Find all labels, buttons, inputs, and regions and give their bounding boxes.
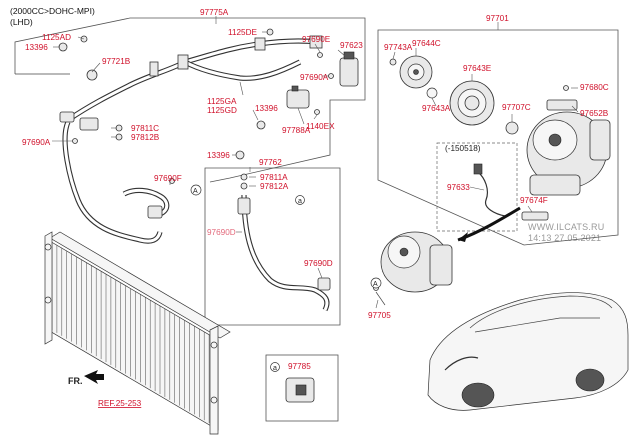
compressor-97701 <box>526 111 611 196</box>
label-97743a[interactable]: 97743A <box>384 43 413 52</box>
label-97680c[interactable]: 97680C <box>580 83 609 92</box>
label-97721b[interactable]: 97721B <box>102 57 131 66</box>
label-1140ex[interactable]: 1140EX <box>306 122 335 131</box>
label-97690d-pink[interactable]: 97690D <box>207 228 236 237</box>
leader-lines <box>52 16 579 309</box>
valve-97674f <box>521 211 549 221</box>
assembly-arrow <box>457 206 521 242</box>
label-1125gd[interactable]: 1125GD <box>207 106 237 115</box>
label-97643e[interactable]: 97643E <box>463 64 492 73</box>
condenser <box>44 231 231 435</box>
callout-circle-a3 <box>295 195 305 205</box>
engine-spec: (2000CC>DOHC-MPI) <box>10 6 95 16</box>
bolt-13396-a <box>58 42 68 52</box>
callout-a4: a <box>273 365 277 372</box>
cap-97690a-left <box>72 138 78 144</box>
label-97775a[interactable]: 97775A <box>200 8 229 17</box>
label-97788a[interactable]: 97788A <box>282 126 311 135</box>
label-97652b[interactable]: 97652B <box>580 109 609 118</box>
label-97707c[interactable]: 97707C <box>502 103 531 112</box>
label-97785[interactable]: 97785 <box>288 362 311 371</box>
drive-spec: (LHD) <box>10 17 33 27</box>
label-97812a[interactable]: 97812A <box>260 182 289 191</box>
label-1125ad[interactable]: 1125AD <box>42 33 71 42</box>
clutch-disc-97644c <box>399 55 433 89</box>
label-97812b[interactable]: 97812B <box>131 133 160 142</box>
cap-97690a-top <box>328 73 334 79</box>
bracket-97652b <box>546 99 578 111</box>
callout-circle-a2 <box>370 277 382 289</box>
bolt-97680c <box>563 85 569 91</box>
oring-97811a <box>240 173 248 181</box>
lower-group-outline <box>204 167 341 326</box>
pressure-sensor-97788a <box>286 85 310 109</box>
pulley-97643e <box>449 80 495 126</box>
callout-circle-a4 <box>270 362 280 372</box>
callout-a2: A <box>373 281 378 288</box>
label-97633[interactable]: 97633 <box>447 183 470 192</box>
label-1125de[interactable]: 1125DE <box>228 28 258 37</box>
upper-group-outline <box>14 17 366 183</box>
bracket-97785 <box>285 377 315 403</box>
inset-box-97785 <box>265 354 339 422</box>
label-97701[interactable]: 97701 <box>486 14 509 23</box>
oring-97812a <box>240 182 248 190</box>
callout-a3: a <box>298 198 302 205</box>
hose-assembly-97775a <box>59 35 323 244</box>
snap-ring-97643a <box>426 87 438 99</box>
compressor-group-outline <box>377 29 619 246</box>
label-13396-a[interactable]: 13396 <box>25 43 48 52</box>
label-97762[interactable]: 97762 <box>259 158 282 167</box>
bolt-1140ex <box>314 109 320 115</box>
label-97811a[interactable]: 97811A <box>260 173 288 182</box>
label-97623[interactable]: 97623 <box>340 41 363 50</box>
front-label: FR. <box>68 376 83 386</box>
callout-circle-a1 <box>190 184 202 196</box>
label-97690a-top[interactable]: 97690A <box>300 73 329 82</box>
ref-link[interactable]: REF.25-253 <box>98 399 142 408</box>
receiver-drier-97623 <box>339 51 359 87</box>
cap-97690e <box>317 52 323 58</box>
bolt-13396-c <box>235 150 245 160</box>
label-97674f[interactable]: 97674F <box>520 196 548 205</box>
cap-97707c <box>505 121 519 135</box>
bolt-13396-b <box>256 120 266 130</box>
label-97690e[interactable]: 97690E <box>302 35 331 44</box>
bolt-97743a <box>389 58 397 66</box>
label-150518: (-150518) <box>445 144 481 153</box>
label-97690f[interactable]: 97690F <box>154 174 182 183</box>
cap-97690f <box>169 178 175 184</box>
assembly-arrow-head <box>458 232 468 242</box>
label-1125ga[interactable]: 1125GA <box>207 97 237 106</box>
compressor-assembled <box>380 231 453 293</box>
label-97690a-left[interactable]: 97690A <box>22 138 51 147</box>
sensor-97721b <box>86 69 98 81</box>
label-97705[interactable]: 97705 <box>368 311 391 320</box>
label-97690d[interactable]: 97690D <box>304 259 333 268</box>
hose-97762 <box>237 194 331 312</box>
label-97811c[interactable]: 97811C <box>131 124 159 133</box>
label-97644c[interactable]: 97644C <box>412 39 441 48</box>
car-silhouette <box>427 292 629 411</box>
wire-97633 <box>473 163 506 217</box>
bolt-97705-shaft <box>375 291 386 306</box>
label-13396-b[interactable]: 13396 <box>255 104 278 113</box>
label-97643a[interactable]: 97643A <box>422 104 451 113</box>
front-arrow <box>84 370 104 384</box>
label-13396-c[interactable]: 13396 <box>207 151 230 160</box>
watermark-timestamp: 14:13 27.05.2021 <box>528 233 602 243</box>
callout-a1: A <box>193 188 198 195</box>
watermark-site: WWW.ILCATS.RU <box>528 222 605 232</box>
